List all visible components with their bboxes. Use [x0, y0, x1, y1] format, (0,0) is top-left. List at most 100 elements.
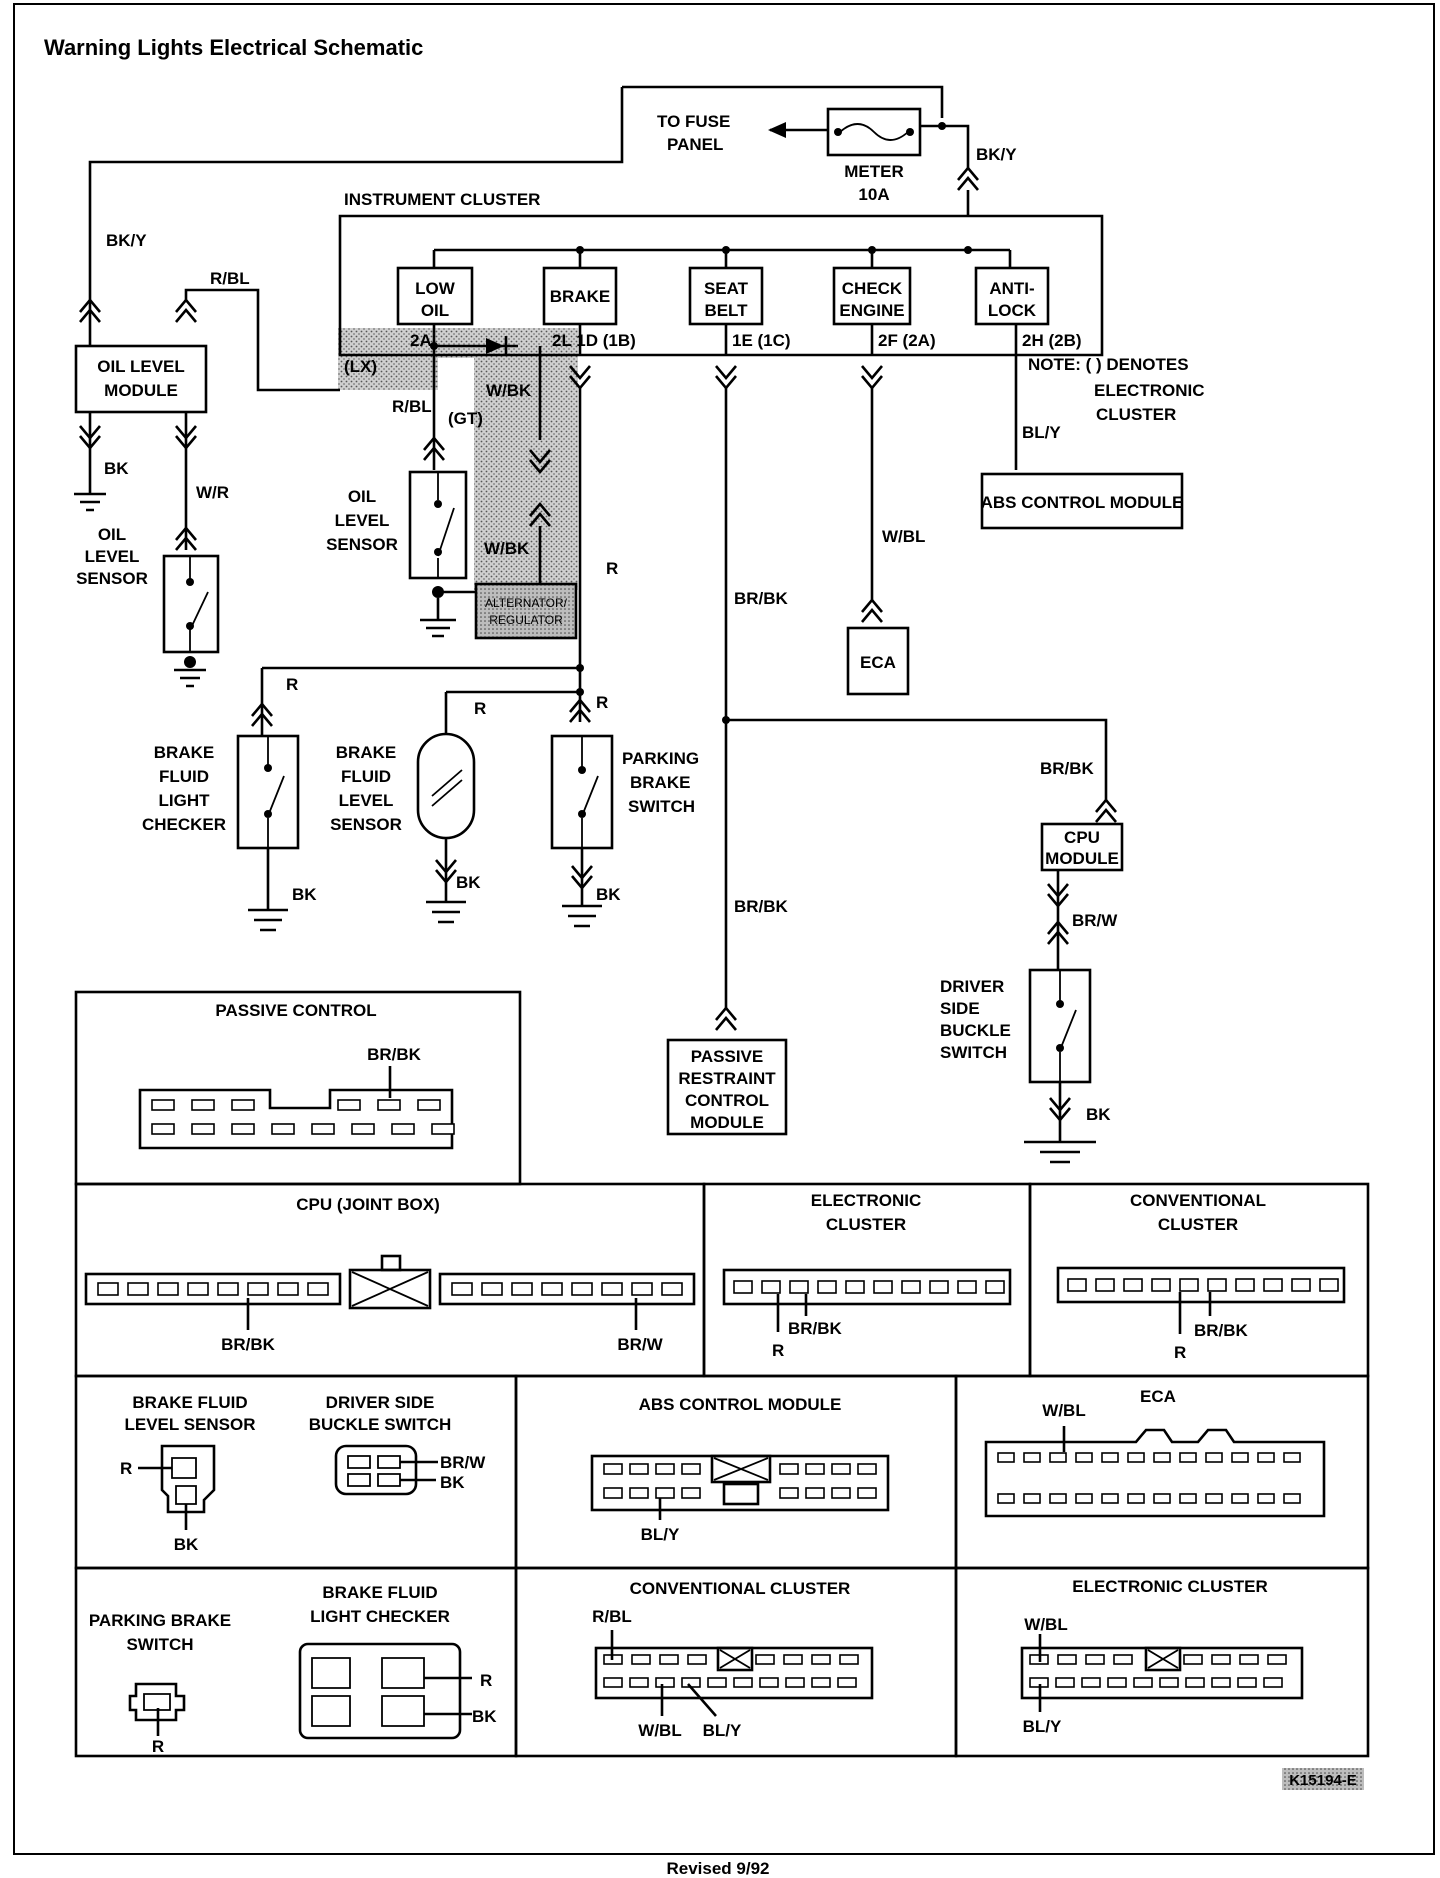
connector-pin [1267, 1654, 1287, 1665]
connector-pin [1263, 1677, 1283, 1688]
level-sensor-label-3: LEVEL [339, 791, 394, 810]
bl-y-label: BL/Y [1022, 423, 1061, 442]
dsbs-title-2: BUCKLE SWITCH [309, 1415, 452, 1434]
abs-conn-title: ABS CONTROL MODULE [639, 1395, 842, 1414]
connector-pin [1237, 1677, 1257, 1688]
ec-top-title-2: CLUSTER [826, 1215, 906, 1234]
connector-pin [1127, 1493, 1145, 1504]
connector-pin [1153, 1452, 1171, 1463]
anti-lock-lamp [974, 266, 1050, 326]
prm-label-3: CONTROL [685, 1091, 769, 1110]
abs-pins [603, 1463, 877, 1499]
cpu-joint-box-title: CPU (JOINT BOX) [296, 1195, 440, 1214]
connector-pin [1023, 1452, 1041, 1463]
brake-lamp [542, 266, 618, 326]
cpu-module [1040, 822, 1124, 872]
gt-label: (GT) [448, 409, 483, 428]
connector-pin [1185, 1677, 1205, 1688]
pin-2a-label: 2A [410, 331, 432, 350]
connector-pin [151, 1123, 175, 1135]
connector-pin [759, 1677, 779, 1688]
low-oil-label-2: OIL [421, 301, 449, 320]
bk-label-checker: BK [292, 885, 317, 904]
level-sensor-label-2: FLUID [341, 767, 391, 786]
connector-pin [1231, 1493, 1249, 1504]
pin-brake-label: 2L 1D (1B) [552, 331, 636, 350]
connector-pin [127, 1282, 149, 1296]
connector-pin [857, 1463, 877, 1475]
checker-label-3: LIGHT [159, 791, 211, 810]
bflc-title-2: LIGHT CHECKER [310, 1607, 450, 1626]
w-bk-label-2: W/BK [484, 539, 530, 558]
connector-pin [1235, 1278, 1255, 1292]
r-label-brake: R [606, 559, 618, 578]
connector-pin [541, 1282, 563, 1296]
connector-pin [857, 1487, 877, 1499]
connector-pin [1207, 1278, 1227, 1292]
connector-pin [811, 1677, 831, 1688]
bk-label-parking: BK [596, 885, 621, 904]
bk-label-level: BK [456, 873, 481, 892]
connector-pin [1075, 1493, 1093, 1504]
bflc-title: BRAKE FLUID [322, 1583, 437, 1602]
abs-control-module [980, 472, 1184, 530]
oil-level-module [74, 344, 208, 414]
connector-pin [1179, 1493, 1197, 1504]
connector-pin [511, 1282, 533, 1296]
passive-restraint-control-module [666, 1038, 788, 1136]
connector-pin [603, 1487, 623, 1499]
eca-conn-title: ECA [1140, 1387, 1176, 1406]
seat-belt-lamp [688, 266, 764, 326]
connector-pin [681, 1487, 701, 1499]
connector-pin [1057, 1654, 1077, 1665]
connector-pin [1319, 1278, 1339, 1292]
connector-pin [997, 1493, 1015, 1504]
connector-pin [1257, 1452, 1275, 1463]
figure-id-box [1282, 1768, 1364, 1790]
dsbs-connector [334, 1444, 418, 1496]
cc-top-title: CONVENTIONAL [1130, 1191, 1266, 1210]
connector-pin [247, 1282, 269, 1296]
oil-level-module-label-2: MODULE [104, 381, 178, 400]
check-engine-label: CHECK [842, 279, 903, 298]
to-fuse-panel-label-2: PANEL [667, 135, 723, 154]
ec-top-wire-a: BR/BK [788, 1319, 843, 1338]
connector-pin [231, 1123, 255, 1135]
buckle-label-3: BUCKLE [940, 1021, 1011, 1040]
eca-connector [984, 1428, 1326, 1518]
cc-top-pins [1067, 1278, 1339, 1292]
bk-label-oil-module: BK [104, 459, 129, 478]
anti-lock-label-2: LOCK [988, 301, 1037, 320]
cc-top-wire-a: BR/BK [1194, 1321, 1249, 1340]
ec-top-title: ELECTRONIC [811, 1191, 922, 1210]
connector-pin [779, 1487, 799, 1499]
lx-shaded-area [338, 328, 438, 390]
connector-pin [1085, 1654, 1105, 1665]
connector-pin [191, 1123, 215, 1135]
passive-control-connector [138, 1088, 454, 1150]
low-oil-lamp [396, 266, 474, 326]
connector-pin [391, 1123, 415, 1135]
connector-pin [789, 1280, 809, 1294]
connector-pin [271, 1123, 295, 1135]
cc-top-connector [1056, 1266, 1346, 1304]
connector-pin [187, 1282, 209, 1296]
ec-top-wire-b: R [772, 1341, 784, 1360]
connector-pin [1205, 1452, 1223, 1463]
bky-left-label: BK/Y [106, 231, 147, 250]
connector-pin [985, 1280, 1005, 1294]
connector-pin [417, 1099, 441, 1111]
connector-pin [1153, 1493, 1171, 1504]
ccb-wire-b: W/BL [638, 1721, 681, 1740]
oil-level-sensor-left [162, 554, 220, 654]
checker-label-1: BRAKE [154, 743, 214, 762]
connector-pin [1239, 1654, 1259, 1665]
connector-pin [957, 1280, 977, 1294]
ec-bottom-title: ELECTRONIC CLUSTER [1072, 1577, 1268, 1596]
connector-pin [1211, 1654, 1231, 1665]
connector-pin [901, 1280, 921, 1294]
cpu-wire-left: BR/BK [221, 1335, 276, 1354]
connector-pin [1179, 1278, 1199, 1292]
connector-pin [629, 1487, 649, 1499]
